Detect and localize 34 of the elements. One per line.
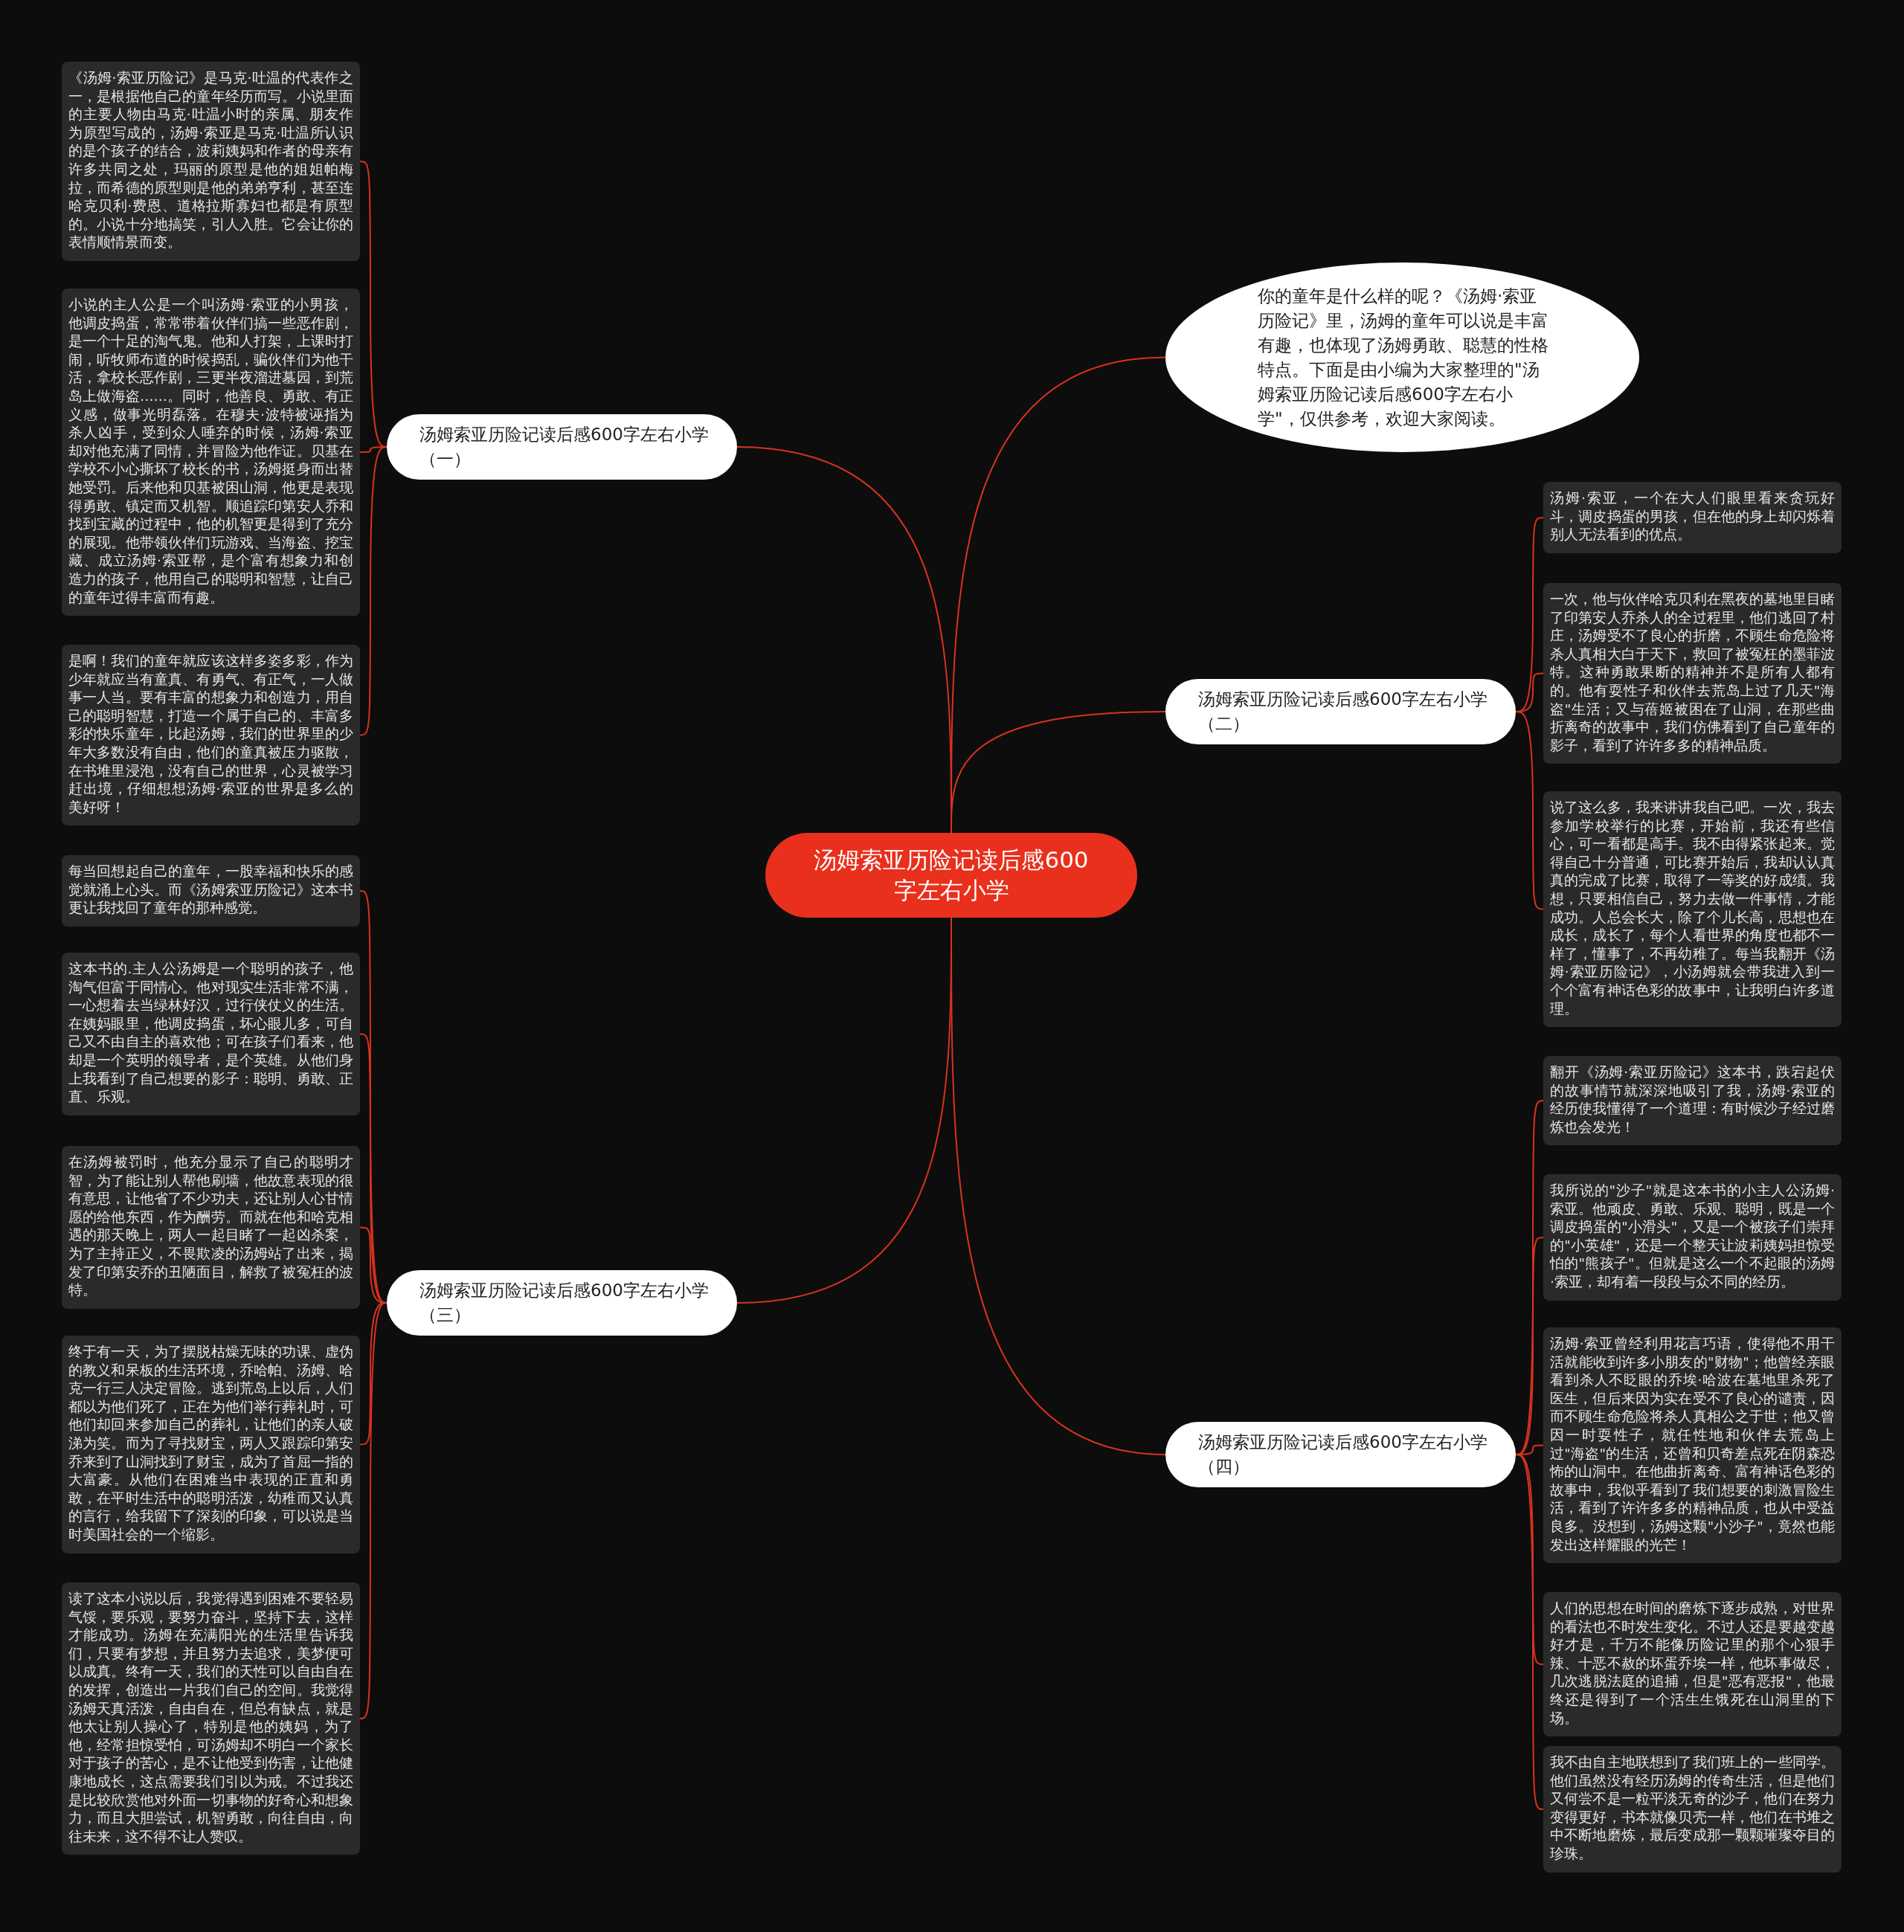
note-card — [62, 953, 360, 1115]
paragraph-text: 我所说的"沙子"就是这本书的小主人公汤姆·索亚。他顽皮、勇敢、乐观、聪明，既是一个调皮捣蛋的"小滑头"，又是一个被孩子们崇拜的"小英雄"，还是一个整天让波莉姨妈担惊受怕的"熊孩子"。但就是这么一个不起眼的汤姆·索亚，却有着一段段与众不同的经历。 — [1550, 1182, 1835, 1289]
note-card — [62, 1146, 360, 1309]
paragraph-text: 是啊！我们的童年就应该这样多姿多彩，作为少年就应当有童真、有勇气、有正气，一人做事一人当。要有丰富的想象力和创造力，用自己的聪明智慧，打造一个属于自己的、丰富多彩的快乐童年，比起汤姆，我们的世界里的少年大多数没有自由，他们的童真被压力驱散，在书堆里浸泡，没有自己的世界，心灵被学习赶出境，仔细想想汤姆·索亚的世界是多么的美好呀！ — [68, 653, 353, 815]
paragraph-text: 每当回想起自己的童年，一股幸福和快乐的感觉就涌上心头。而《汤姆索亚历险记》这本书更让我找回了童年的那种感觉。 — [68, 863, 353, 916]
paragraph-text: 这本书的.主人公汤姆是一个聪明的孩子，他淘气但富于同情心。他对现实生活非常不满，一心想着去当绿林好汉，过行侠仗义的生活。在姨妈眼里，他调皮捣蛋，坏心眼儿多，可自己又不由自主的喜欢他；可在孩子们看来，他却是一个英明的领导者，是个英雄。从他们身上我看到了自己想要的影子：聪明、勇敢、正直、乐观。 — [68, 961, 353, 1105]
intro-text: 你的童年是什么样的呢？《汤姆·索亚历险记》里，汤姆的童年可以说是丰富有趣，也体现了汤姆勇敢、聪慧的性格特点。下面是由小编为大家整理的"汤姆索亚历险记读后感600字左右小学"，仅供参考，欢迎大家阅读。 — [1258, 285, 1549, 430]
topic-title: 汤姆索亚历险记读后感600字左右小学 — [813, 846, 1090, 905]
paragraph-text: 说了这么多，我来讲讲我自己吧。一次，我去参加学校举行的比赛，开始前，我还有些信心，可一看都是高手。我不由得紧张起来。觉得自己十分普通，可比赛开始后，我却认认真真的完成了比赛，取得了一等奖的好成绩。我想，只要相信自己，努力去做一件事情，才能成功。人总会长大，除了个儿长高，思想也在成长，成长了，每个人看世界的角度也都不一样了，懂事了，不再幼稚了。每当我翻开《汤姆·索亚历险记》，小汤姆就会带我进入到一个个富有神话色彩的故事中，让我明白许多道理。 — [1550, 799, 1835, 1017]
paragraph-text: 小说的主人公是一个叫汤姆·索亚的小男孩，他调皮捣蛋，常常带着伙伴们搞一些恶作剧，是一个十足的淘气鬼。他和人打架，上课时打闹，听牧师布道的时候捣乱，骗伙伴们为他干活，拿校长恶作剧，三更半夜溜进墓园，到荒岛上做海盗……。同时，他善良、勇敢、有正义感，做事光明磊落。在穆夫·波特被诬指为杀人凶手，受到众人唾弃的时候，汤姆·索亚却对他充满了同情，并冒险为他作证。贝基在学校不小心撕坏了校长的书，汤姆挺身而出替她受罚。后来他和贝基被困山洞，他更是表现得勇敢、镇定而又机智。顺追踪印第安人乔和找到宝藏的过程中，他的机智更是得到了充分的展现。他带领伙伴们玩游戏、当海盗、挖宝藏、成立汤姆·索亚帮，是个富有想象力和创造力的孩子，他用自己的聪明和智慧，让自己的童年过得丰富而有趣。 — [68, 297, 353, 605]
paragraph-text: 在汤姆被罚时，他充分显示了自己的聪明才智，为了能让别人帮他刷墙，他故意表现的很有意思，让他省了不少功夫，还让别人心甘情愿的给他东西，作为酬劳。而就在他和哈克相遇的那天晚上，两人一起目睹了一起凶杀案，为了主持正义，不畏欺凌的汤姆站了出来，揭发了印第安乔的丑陋面目，解救了被冤枉的波特。 — [68, 1154, 353, 1298]
paragraph-text: 人们的思想在时间的磨炼下逐步成熟，对世界的看法也不时发生变化。不过人还是要越变越好才是，千万不能像历险记里的那个心狠手辣、十恶不赦的坏蛋乔埃一样，他坏事做尽，几次逃脱法庭的追捕，但是"恶有恶报"，他最终还是得到了一个活生生饿死在山洞里的下场。 — [1550, 1600, 1835, 1726]
branch-title: 汤姆索亚历险记读后感600字左右小学（四） — [1198, 1432, 1488, 1478]
connector-line — [1515, 1454, 1544, 1810]
connector-line — [359, 446, 387, 736]
paragraph-text: 一次，他与伙伴哈克贝利在黑夜的墓地里目睹了印第安人乔杀人的全过程里，他们逃回了村庄，汤姆受不了良心的折磨，不顾生命危险将杀人真相大白于天下，救回了被冤枉的墨菲波特。这种勇敢果断的精神并不是所有人都有的。他有耍性子和伙伴去荒岛上过了几天"海盗"生活；又与蓓姬被困在了山洞，在那些曲折离奇的故事中，我们仿佛看到了自己童年的影子，看到了许许多多的精神品质。 — [1550, 591, 1835, 753]
note-card — [1543, 1592, 1842, 1737]
paragraph-text: 读了这本小说以后，我觉得遇到困难不要轻易气馁，要乐观，要努力奋斗，坚持下去，这样才能成功。汤姆在充满阳光的生活里告诉我们，只要有梦想，并且努力去追求，美梦便可以成真。终有一天，我们的天性可以自由自在的发挥，创造出一片我们自己的空间。我觉得汤姆天真活泼，自由自在，但总有缺点，就是他太让别人操心了，特别是他的姨妈，为了他，经常担惊受怕，可汤姆却不明白一个家长对于孩子的苦心，是不让他受到伤害，让他健康地成长，这点需要我们引以为戒。不过我还是比较欣赏他对外面一切事物的好奇心和想象力，而且大胆尝试，机智勇敢，向往自由，向往未来，这不得不让人赞叹。 — [68, 1591, 353, 1844]
paragraph-text: 《汤姆·索亚历险记》是马克·吐温的代表作之一，是根据他自己的童年经历而写。小说里面的主要人物由马克·吐温小时的亲属、朋友作为原型写成的，汤姆·索亚是马克·吐温所认识的是个孩子的结合，波莉姨妈和作者的母亲有许多共同之处，玛丽的原型是他的姐姐帕梅拉，而希德的原型则是他的弟弟亨利，甚至连哈克贝利·费恩、道格拉斯寡妇也都是有原型的。小说十分地搞笑，引人入胜。它会让你的表情顺情景而变。 — [68, 70, 353, 251]
note-card — [1543, 1056, 1842, 1146]
note-card — [1543, 482, 1842, 553]
branch-title: 汤姆索亚历险记读后感600字左右小学（三） — [419, 1280, 710, 1326]
connector-line — [1515, 711, 1544, 910]
note-card — [1543, 1746, 1842, 1873]
paragraph-text: 我不由自主地联想到了我们班上的一些同学。他们虽然没有经历汤姆的传奇生活，但是他们又何尝不是一粒平淡无奇的沙子，他们在努力变得更好，书本就像贝壳一样，他们在书堆之中不断地磨炼，最后变成那一颗颗璀璨夺目的珍珠。 — [1550, 1754, 1835, 1861]
branch-title: 汤姆索亚历险记读后感600字左右小学（一） — [419, 424, 710, 470]
branch-title: 汤姆索亚历险记读后感600字左右小学（二） — [1198, 689, 1488, 735]
note-card — [1543, 1174, 1842, 1301]
paragraph-text: 终于有一天，为了摆脱枯燥无味的功课、虚伪的教义和呆板的生活环境，乔哈帕、汤姆、哈克一行三人决定冒险。逃到荒岛上以后，人们都以为他们死了，正在为他们举行葬礼时，可他们却回来参加自己的葬礼，让他们的亲人破涕为笑。而为了寻找财宝，两人又跟踪印第安乔来到了山洞找到了财宝，成为了首屈一指的大富豪。从他们在困难当中表现的正直和勇敢，在平时生活中的聪明活泼，幼稚而又认真的言行，给我留下了深刻的印象，可以说是当时美国社会的一个缩影。 — [68, 1344, 353, 1542]
paragraph-text: 汤姆·索亚曾经利用花言巧语，使得他不用干活就能收到许多小朋友的"财物"；他曾经亲眼看到杀人不眨眼的乔埃·哈波在墓地里杀死了医生，但后来因为实在受不了良心的谴责，因而不顾生命危险将杀人真相公之于世；他又曾因一时耍性子，就任性地和伙伴去荒岛上过"海盗"的生活，还曾和贝奇差点死在阴森恐怖的山洞中。在他曲折离奇、富有神话色彩的故事中，我似乎看到了我们想要的刺激冒险生活，看到了许许多多的精神品质，也从中受益良多。没想到，汤姆这颗"小沙子"，竟然也能发出这样耀眼的光芒！ — [1550, 1336, 1835, 1553]
paragraph-text: 翻开《汤姆·索亚历险记》这本书，跌宕起伏的故事情节就深深地吸引了我，汤姆·索亚的经历使我懂得了一个道理：有时候沙子经过磨炼也会发光！ — [1550, 1064, 1835, 1135]
paragraph-text: 汤姆·索亚，一个在大人们眼里看来贪玩好斗，调皮捣蛋的男孩，但在他的身上却闪烁着别人无法看到的优点。 — [1550, 490, 1835, 543]
note-card — [62, 855, 360, 927]
connector-line — [359, 1302, 387, 1719]
